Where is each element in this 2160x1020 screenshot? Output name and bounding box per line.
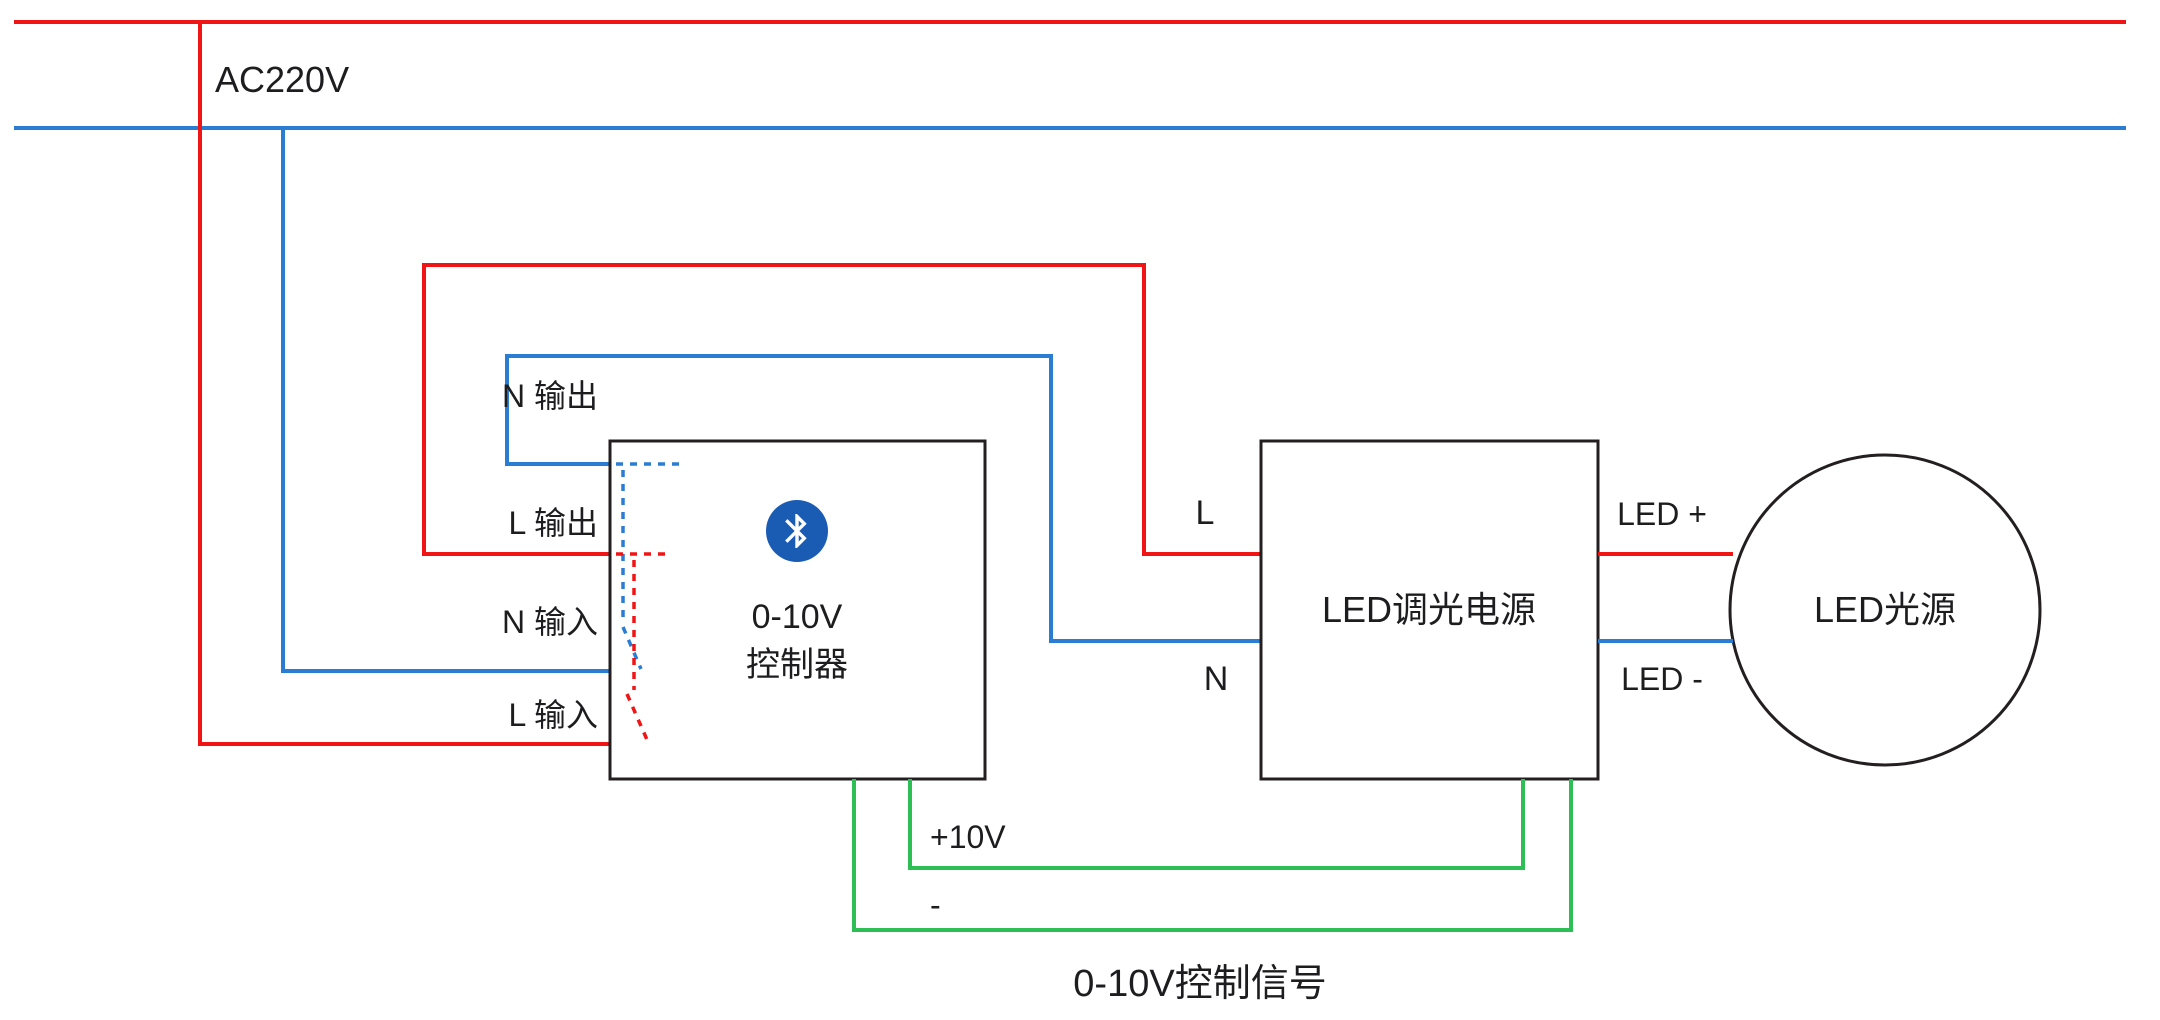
signal-minus-label: -	[930, 887, 941, 923]
led-minus-label: LED -	[1621, 661, 1703, 697]
driver-terminal-l-label: L	[1196, 494, 1215, 532]
lamp-circle	[1728, 453, 2042, 767]
neutral-output-wire	[505, 354, 1263, 643]
driver-name-label: LED调光电源	[1322, 589, 1536, 630]
neutral-input-wire	[281, 128, 612, 673]
signal-plus-label: +10V	[930, 819, 1006, 855]
terminal-label-n-in: N 输入	[502, 604, 598, 640]
terminal-label-n-out: N 输出	[502, 378, 598, 414]
controller-name-line2: 控制器	[746, 646, 848, 684]
signal-caption: 0-10V控制信号	[1073, 963, 1326, 1005]
terminal-label-l-in: L 输入	[508, 697, 598, 733]
live-output-wire	[422, 263, 1263, 556]
signal-plus-wire	[908, 779, 1525, 870]
terminal-label-l-out: L 输出	[508, 505, 598, 541]
bluetooth-icon	[766, 500, 828, 562]
controller-box	[608, 439, 987, 781]
lamp-name-label: LED光源	[1814, 589, 1956, 630]
led-plus-label: LED +	[1617, 496, 1707, 532]
driver-terminal-n-label: N	[1204, 660, 1229, 698]
ac-voltage-label: AC220V	[215, 59, 349, 100]
live-input-wire	[198, 22, 612, 746]
driver-box	[1259, 439, 1600, 781]
live-switch-blade	[625, 693, 650, 743]
bluetooth-icon-glyph	[785, 514, 807, 548]
signal-minus-wire	[852, 779, 1573, 932]
controller-name-line1: 0-10V	[752, 598, 843, 636]
